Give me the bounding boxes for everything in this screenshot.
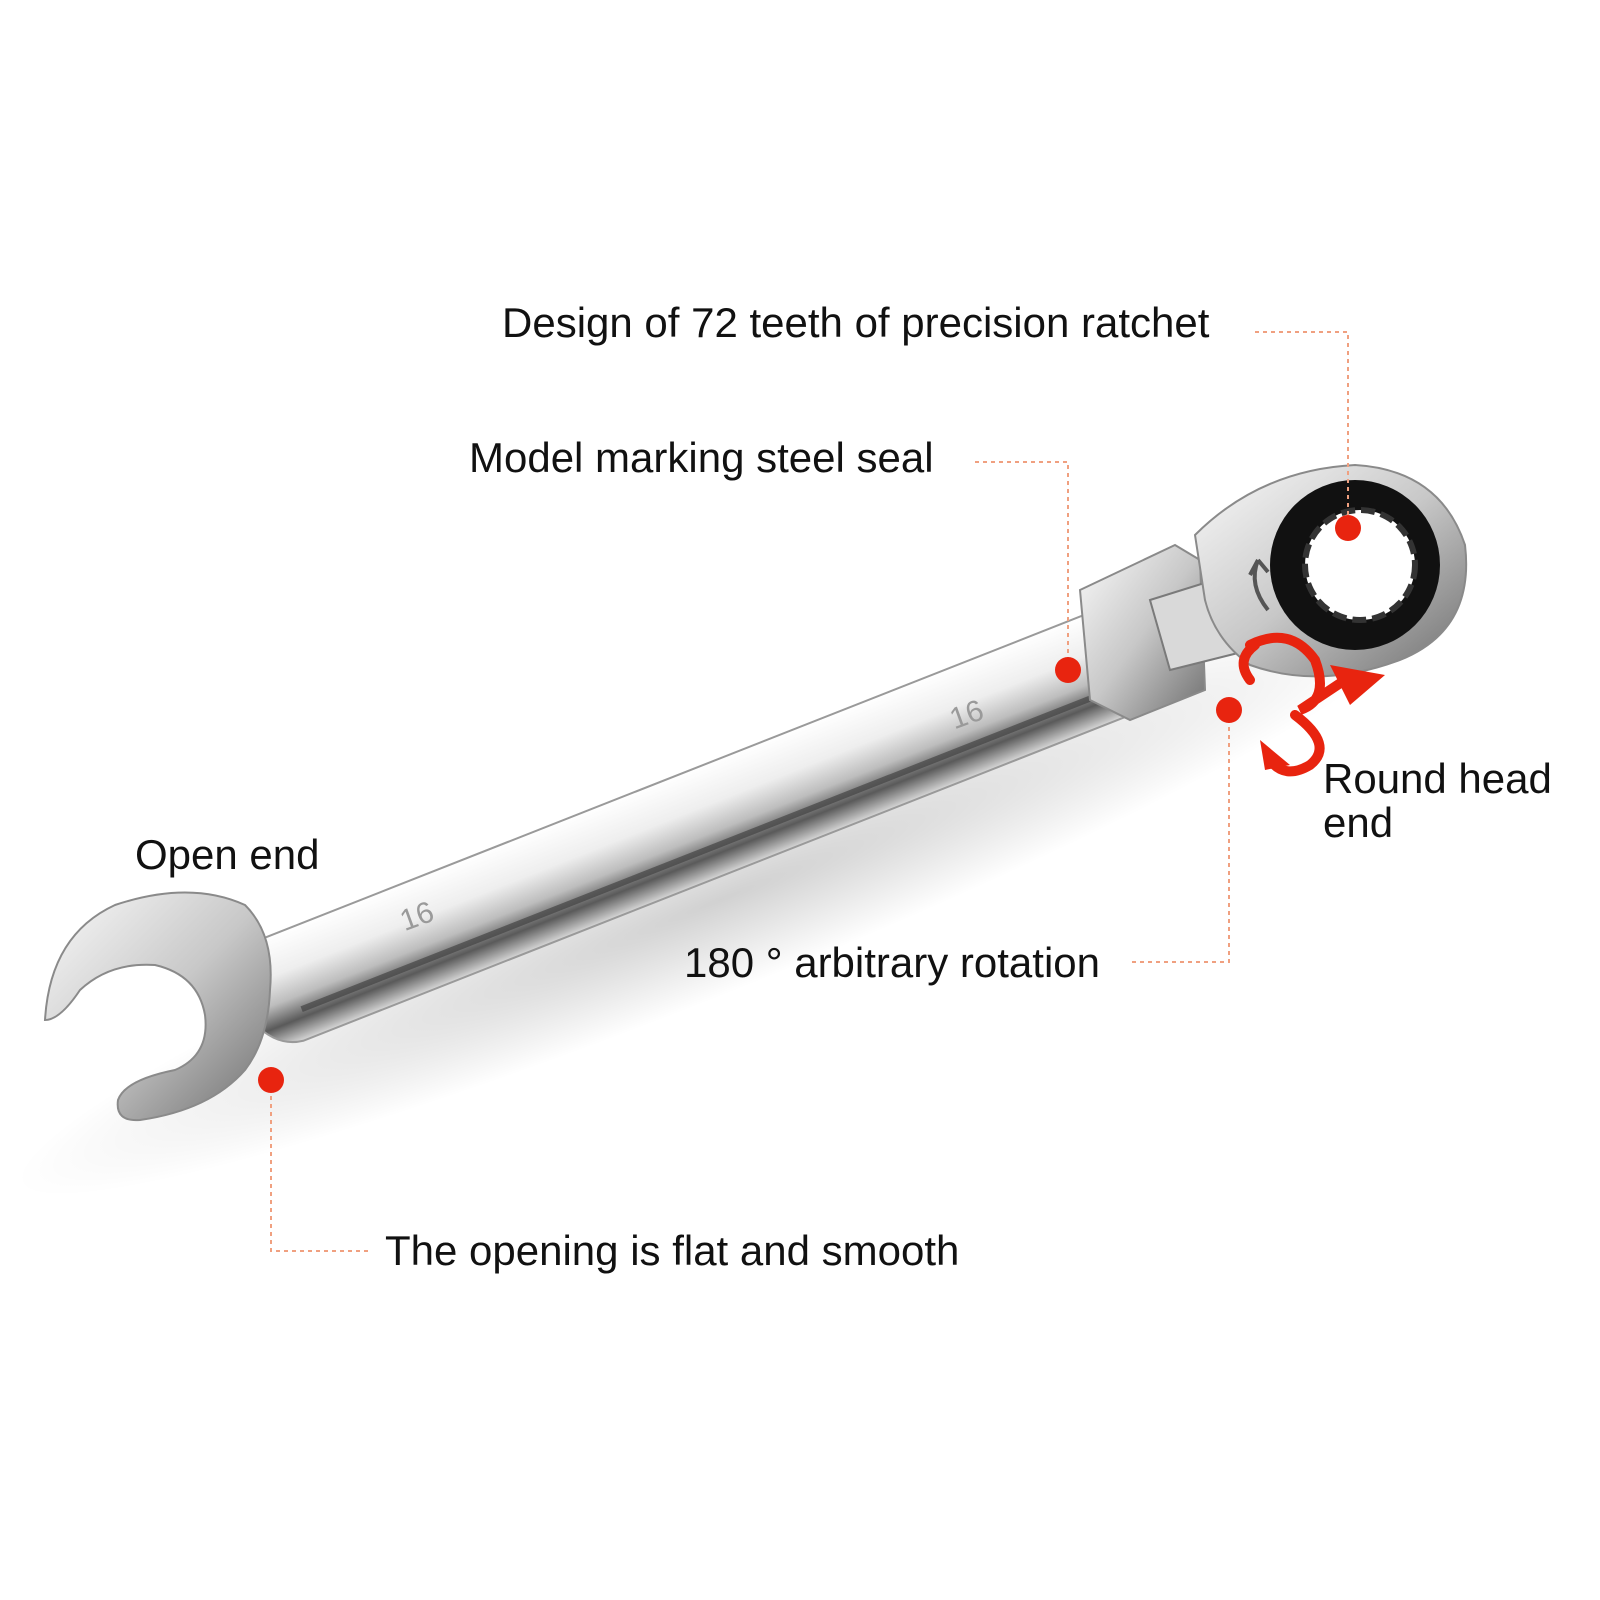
- annotation-round-head-line2: end: [1323, 799, 1394, 847]
- ratchet-head: [1193, 463, 1468, 678]
- callout-dots: [258, 515, 1361, 1093]
- annotation-open-end: Open end: [135, 831, 320, 878]
- leader-lines: [270, 331, 1349, 1252]
- annotation-seal: Model marking steel seal: [469, 434, 934, 481]
- dot-ratchet: [1335, 515, 1361, 541]
- open-end-jaw: [43, 891, 272, 1122]
- wrench-shadow: [14, 603, 1426, 1197]
- ratchet-bore: [1302, 507, 1418, 623]
- annotation-ratchet: Design of 72 teeth of precision ratchet: [502, 299, 1210, 346]
- dot-rotation: [1216, 697, 1242, 723]
- leader-opening: [270, 1080, 371, 1252]
- annotation-round-head-line1: Round head: [1323, 755, 1552, 802]
- leader-rotation: [1132, 710, 1230, 963]
- rotation-arrows-icon: [1238, 632, 1385, 777]
- direction-arrow-icon: [1248, 558, 1270, 612]
- dot-opening: [258, 1067, 284, 1093]
- dot-seal: [1055, 657, 1081, 683]
- annotation-opening: The opening is flat and smooth: [385, 1227, 960, 1274]
- annotation-rotation: 180 ° arbitrary rotation: [684, 939, 1101, 986]
- flex-hinge: [1078, 543, 1252, 722]
- annotation-round-head: Round head end: [1323, 755, 1552, 847]
